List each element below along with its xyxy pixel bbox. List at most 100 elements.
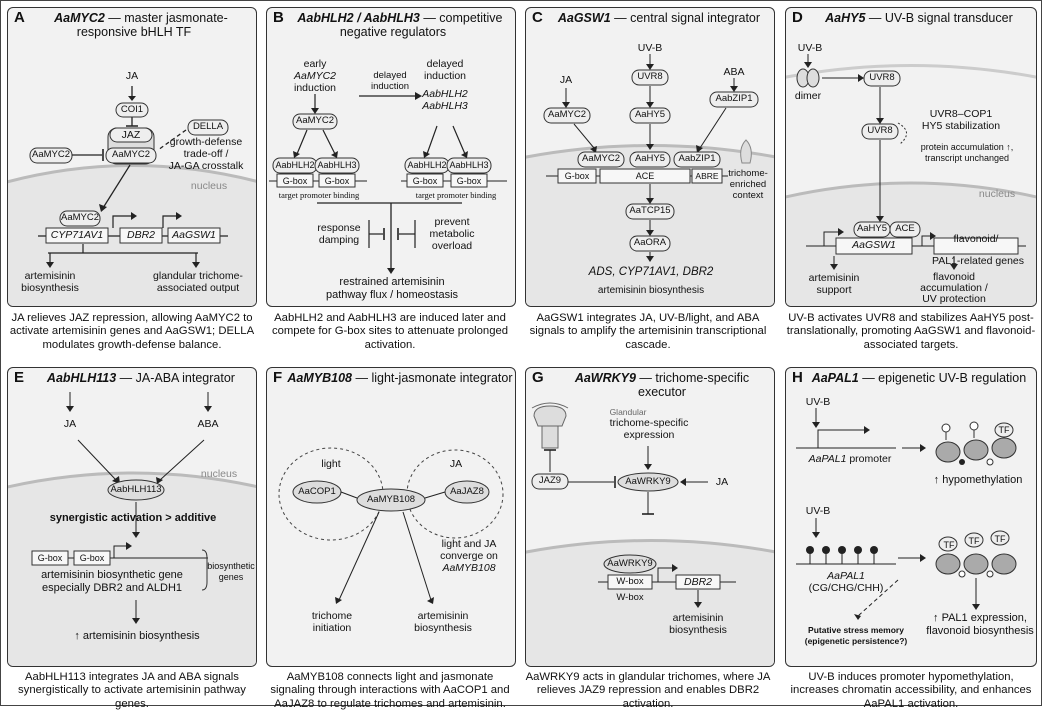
tf-label-2: TF: [968, 536, 980, 546]
uvb-label: UV-B: [797, 42, 823, 54]
aapal1-label: AaPAL1: [827, 570, 865, 582]
tf-label-3: TF: [994, 534, 1006, 544]
panel-c-diagram: [526, 54, 774, 306]
nucleus-label: nucleus: [200, 468, 238, 480]
aba-label: ABA: [197, 418, 219, 430]
artemisinin-label: artemisinin: [672, 612, 724, 624]
early-label: early: [303, 58, 327, 70]
panel-b-caption: AabHLH2 and AabHLH3 are induced later an…: [271, 312, 509, 351]
biosynthesis-label: biosynthesis: [21, 282, 79, 294]
wbox-label: W-box: [616, 592, 644, 603]
artemisinin-label: artemisinin: [24, 270, 76, 282]
aamyc2-left-node: AaMYC2: [31, 149, 70, 160]
panel-d-caption: UV-B activates UVR8 and stabilizes AaHY5…: [786, 312, 1036, 351]
flavonoid-biosynthesis-label: flavonoid biosynthesis: [926, 625, 1034, 637]
cyp71av1-gene: CYP71AV1: [50, 229, 104, 241]
aawrky9-node: AaWRKY9: [625, 476, 671, 487]
aahy5-node: AaHY5: [856, 223, 888, 234]
support-label: support: [816, 284, 852, 296]
target-genes-label: ADS, CYP71AV1, DBR2: [588, 266, 714, 278]
open-chromatin-icon: [935, 421, 1017, 466]
delayed-induction-label: induction: [423, 70, 467, 82]
coi1-node: COI1: [120, 104, 144, 115]
delayed-arrow-label: delayed: [373, 70, 407, 81]
target-binding-right: target promoter binding: [415, 190, 497, 200]
panel-f-diagram: [278, 447, 504, 604]
ja-label: JA: [125, 70, 139, 82]
abre-element: ABRE: [695, 171, 719, 181]
biosynthetic-gene-label: artemisinin biosynthetic gene: [41, 569, 183, 581]
crosstalk-label: JA-GA crosstalk: [168, 160, 244, 172]
aabzip1-node: AabZIP1: [715, 93, 753, 104]
panel-e-caption: AabHLH113 integrates JA and ABA signals …: [18, 671, 246, 710]
gbox-2: G-box: [79, 553, 105, 563]
panel-f-caption: AaMYB108 connects light and jasmonate si…: [270, 671, 510, 710]
hypomethylation-label: ↑ hypomethylation: [933, 474, 1023, 486]
dbr2-gene: DBR2: [126, 229, 155, 241]
enriched-label: enriched: [729, 179, 767, 190]
panel-b-diagram: [269, 92, 507, 274]
aahy5-node: AaHY5: [634, 109, 666, 120]
pal1-genes-label: PAL1-related genes: [931, 255, 1025, 267]
aabhlh2-node-right: AabHLH2: [407, 160, 447, 170]
metabolic-label: metabolic: [429, 228, 475, 240]
accumulation-label: accumulation /: [920, 282, 988, 294]
aamyc2-node: AaMYC2: [111, 149, 150, 160]
delayed-aabhlh3: AabHLH3: [422, 100, 468, 112]
damping-label: damping: [318, 234, 360, 246]
artemisinin-biosynthesis-label: artemisinin biosynthesis: [597, 285, 705, 296]
dimer-icon: [796, 68, 820, 88]
jaz9-node: JAZ9: [538, 475, 562, 486]
panel-d-title: D AaHY5 — UV-B signal transducer: [792, 9, 1013, 26]
homeostasis-label: pathway flux / homeostasis: [325, 289, 459, 301]
pal1-expression-label: ↑ PAL1 expression,: [933, 612, 1027, 624]
uvr8-cop1-node: UVR8: [867, 125, 893, 136]
artemisinin-label: artemisinin: [808, 272, 860, 284]
aajaz8-node: AaJAZ8: [450, 486, 484, 497]
dbr2-gene: DBR2: [683, 576, 712, 588]
uvr8-cop1-label: UVR8–COP1: [929, 108, 993, 120]
aamyc2-dna-node: AaMYC2: [581, 153, 620, 164]
panel-c-title: C AaGSW1 — central signal integrator: [532, 9, 761, 26]
delayed-label: delayed: [426, 58, 464, 70]
epigenetic-persistence-label: (epigenetic persistence?): [804, 636, 908, 646]
panel-f-title: F AaMYB108 — light-jasmonate integrator: [273, 369, 513, 386]
transcript-unchanged-label: transcript unchanged: [924, 153, 1010, 163]
tf-bound-chromatin-icon: [935, 530, 1017, 578]
aabhlh113-node: AabHLH113: [110, 484, 162, 495]
synergistic-label: synergistic activation > additive: [49, 512, 217, 524]
aawrky9-dna-node: AaWRKY9: [607, 558, 653, 569]
tf-label-1: TF: [943, 540, 955, 550]
aaora-node: AaORA: [633, 237, 667, 248]
delayed-arrow-induction: induction: [370, 81, 410, 92]
target-binding-left: target promoter binding: [278, 190, 360, 200]
panel-e-title: E AabHLH113 — JA-ABA integrator: [14, 369, 235, 386]
aagsw1-gene: AaGSW1: [172, 229, 216, 241]
panel-b: B AabHLH2 / AabHLH3 — competitive negati…: [266, 7, 516, 307]
gbox-4: G-box: [456, 176, 482, 186]
associated-output-label: associated output: [156, 282, 240, 294]
delayed-aabhlh2: AabHLH2: [422, 88, 468, 100]
artemisinin-increase-label: ↑ artemisinin biosynthesis: [74, 630, 200, 642]
aahy5-dna-node: AaHY5: [634, 153, 666, 164]
converge-label-3: AaMYB108: [442, 562, 496, 574]
panel-h-caption: UV-B induces promoter hypomethylation, i…: [790, 671, 1032, 710]
panel-h-diagram: [796, 408, 1017, 620]
dimer-label: dimer: [794, 90, 822, 102]
converge-label-2: converge on: [440, 550, 498, 562]
biosynthetic-label: biosynthetic: [207, 561, 255, 571]
panel-a-diagram: [8, 86, 256, 306]
aabhlh3-node-left: AabHLH3: [317, 160, 357, 170]
ja-label: JA: [559, 74, 573, 86]
jaz-node: JAZ: [121, 129, 141, 141]
promoter-label: AaPAL1 promoter: [808, 453, 892, 465]
panel-d-diagram: [786, 54, 1036, 306]
protein-accumulation-label: protein accumulation ↑,: [920, 142, 1014, 152]
aba-label: ABA: [723, 66, 745, 78]
panel-g-diagram: [526, 402, 774, 666]
nucleus-label: nucleus: [978, 188, 1016, 200]
aagsw1-gene: AaGSW1: [852, 239, 896, 251]
dbr2-aldh1-label: especially DBR2 and ALDH1: [41, 582, 183, 594]
nucleus-label: nucleus: [190, 180, 228, 192]
